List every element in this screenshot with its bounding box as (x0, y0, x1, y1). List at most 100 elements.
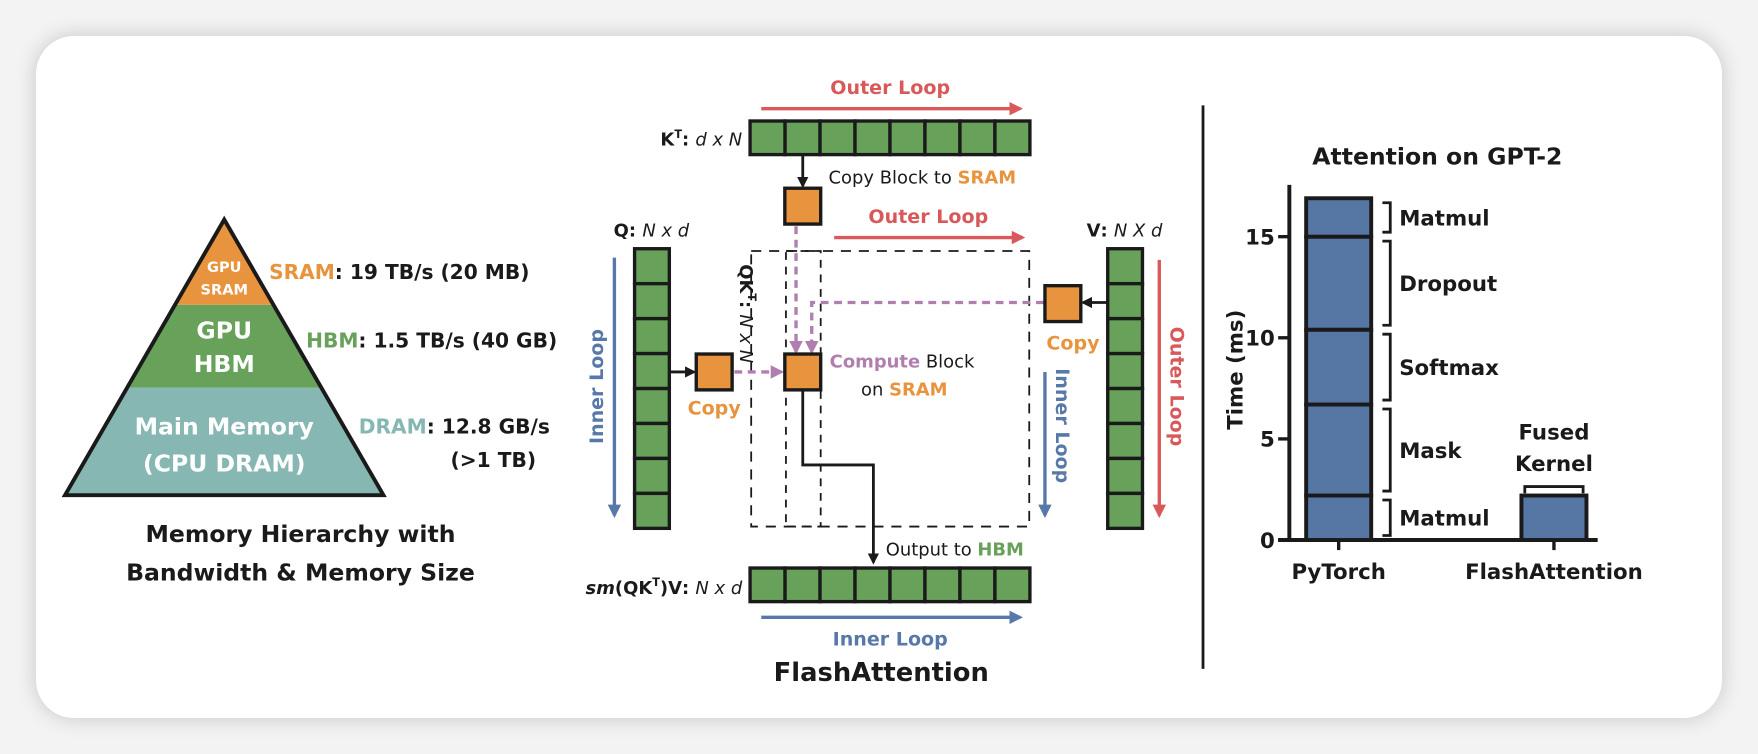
v-matrix (1106, 247, 1145, 531)
fused-kernel-label-1: Fused (1518, 421, 1589, 446)
compute-on-text: on SRAM (861, 379, 947, 400)
bar-segment-dropout (1304, 234, 1374, 332)
pyramid-label-dram-1: Main Memory (135, 413, 314, 441)
kt-block (958, 119, 997, 157)
pyramid-label-sram-1: GPU (207, 259, 241, 276)
q-label: Q: N x d (614, 220, 690, 241)
output-label-sm: sm (586, 578, 615, 599)
copy-label-q: Copy (688, 398, 742, 420)
flashattention-title: FlashAttention (774, 658, 989, 688)
bar-segment-matmul (1304, 196, 1374, 239)
pyramid-label-dram-2: (CPU DRAM) (143, 450, 306, 478)
v-block (1106, 351, 1145, 391)
copy-block-text-main: Copy Block to (829, 168, 958, 189)
sram-compute-block (783, 352, 823, 392)
v-block (1106, 247, 1145, 286)
x-tick-label: FlashAttention (1465, 560, 1643, 585)
pyramid-label-hbm-1: GPU (196, 316, 252, 344)
output-block (853, 566, 892, 604)
pyramid-tier-dram (65, 387, 384, 496)
spec-hbm-name: HBM (306, 328, 358, 352)
pyramid-tier-hbm (126, 304, 322, 388)
kt-block (783, 119, 822, 157)
copy-block-text-target: SRAM (958, 168, 1016, 189)
output-block (818, 566, 857, 604)
y-axis-label: Time (ms) (1223, 310, 1248, 430)
chart-title: Attention on GPT-2 (1312, 143, 1562, 171)
v-label-dims: N X d (1114, 220, 1163, 241)
output-block (958, 566, 997, 604)
q-block (632, 247, 672, 286)
segment-bracket (1382, 239, 1392, 327)
qkt-label: QKT: N x N (735, 264, 758, 363)
spec-dram: DRAM: 12.8 GB/s (359, 415, 550, 439)
sram-block-k (783, 186, 823, 226)
compute-rest: Block (920, 351, 975, 372)
v-block (1106, 386, 1145, 426)
q-label-dims: N x d (642, 220, 689, 241)
spec-dram-value: : 12.8 GB/s (427, 415, 550, 439)
output-text-target: HBM (977, 540, 1024, 561)
qkt-matrix-outline (750, 250, 1031, 528)
memory-caption-2: Bandwidth & Memory Size (126, 558, 475, 586)
kt-label-colon: : (682, 130, 695, 151)
segment-label: Softmax (1399, 356, 1499, 381)
bar-segment-softmax (1304, 327, 1374, 407)
segment-label: Matmul (1399, 507, 1489, 532)
segment-bracket (1382, 201, 1392, 234)
kt-block (923, 119, 962, 157)
q-label-colon: : (629, 220, 642, 241)
segment-bracket (1382, 407, 1392, 493)
bar-segment-mask (1304, 402, 1374, 498)
y-tick-label: 10 (1245, 327, 1275, 352)
spec-sram: SRAM: 19 TB/s (20 MB) (269, 260, 529, 284)
kt-label-name: K (660, 130, 675, 151)
sram-block-v (1043, 284, 1083, 324)
sram-block-q (694, 352, 734, 392)
compute-block-text: Compute Block (830, 351, 975, 372)
v-block (1106, 456, 1145, 496)
output-block (888, 566, 927, 604)
memory-hierarchy-panel: GPU SRAM GPU HBM Main Memory (CPU DRAM) … (61, 215, 557, 586)
outer-loop-label-mid: Outer Loop (868, 206, 988, 228)
output-block (993, 566, 1032, 604)
output-label-colon: : (682, 578, 695, 599)
spec-dram-name: DRAM (359, 415, 427, 439)
chart-segment-labels: MatmulMaskSoftmaxDropoutMatmulFusedKerne… (1382, 201, 1593, 537)
q-matrix (632, 247, 672, 531)
qkt-label-sup: T (745, 293, 758, 301)
compute-word: Compute (830, 351, 920, 372)
spec-dram-size: (>1 TB) (451, 448, 536, 472)
pyramid-outline (61, 215, 387, 498)
q-block (632, 351, 672, 391)
segment-bracket (1382, 332, 1392, 402)
output-matrix (748, 566, 1032, 604)
q-block (632, 386, 672, 426)
flashattention-panel: Outer Loop KT: d x N Copy Block to SRAM … (586, 77, 1188, 688)
bar-segment-fused-kernel (1519, 493, 1589, 542)
spec-hbm: HBM: 1.5 TB/s (40 GB) (306, 328, 557, 352)
pyramid-tier-sram (176, 219, 274, 305)
spec-hbm-value: : 1.5 TB/s (40 GB) (358, 328, 557, 352)
x-tick-label: PyTorch (1291, 560, 1385, 585)
output-block (923, 566, 962, 604)
kt-label-dims: d x N (695, 130, 742, 151)
v-label-colon: : (1101, 220, 1114, 241)
qkt-label-colon: : (735, 301, 756, 314)
bar-segment-matmul (1304, 493, 1374, 542)
v-block (1106, 316, 1145, 356)
q-block (632, 491, 672, 531)
flow-v-to-compute (805, 300, 1044, 355)
output-label: sm(QKT)V: N x d (586, 576, 743, 599)
inner-loop-label-left: Inner Loop (586, 329, 608, 444)
segment-label: Dropout (1399, 272, 1497, 297)
pyramid-label-sram-2: SRAM (201, 282, 248, 299)
output-label-qk: (QK (615, 578, 653, 599)
v-block (1106, 421, 1145, 461)
kt-label: KT: d x N (660, 128, 742, 151)
spec-sram-name: SRAM (269, 260, 335, 284)
kt-block (888, 119, 927, 157)
segment-bracket (1382, 498, 1392, 537)
y-tick-label: 5 (1260, 428, 1275, 453)
